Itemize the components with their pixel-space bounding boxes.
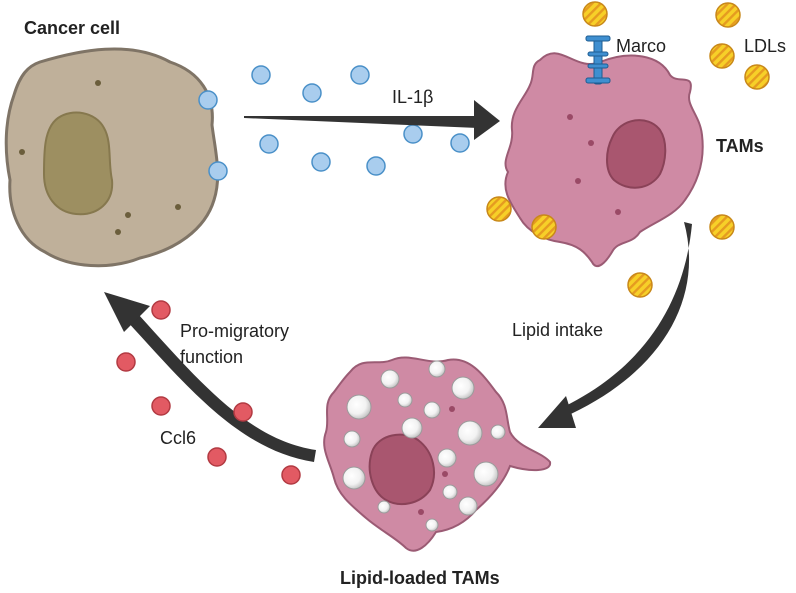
pro-migratory-label-line2: function bbox=[180, 347, 244, 367]
il1b-dot bbox=[302, 83, 322, 103]
cancer-cell bbox=[4, 47, 220, 268]
lipid-droplet bbox=[342, 466, 366, 490]
lipid-droplet bbox=[401, 417, 423, 439]
lipid-intake-label: Lipid intake bbox=[512, 320, 604, 340]
ldl-particle bbox=[709, 43, 735, 69]
ldl-particle bbox=[531, 214, 557, 240]
ldl-particle bbox=[744, 64, 770, 90]
ldl-particle bbox=[486, 196, 512, 222]
ldl-particle bbox=[709, 214, 735, 240]
lipid-droplet bbox=[473, 461, 499, 487]
ccl6-dot bbox=[151, 300, 171, 320]
tam-granule bbox=[588, 140, 594, 146]
il1b-dot bbox=[403, 124, 423, 144]
cancer-cell-body bbox=[4, 47, 220, 268]
tam-granule bbox=[567, 114, 573, 120]
ldl-particle bbox=[582, 1, 608, 27]
cancer-granule bbox=[175, 204, 181, 210]
ccl6-label: Ccl6 bbox=[160, 428, 197, 448]
lipid-droplet bbox=[397, 392, 413, 408]
ccl6-dot bbox=[233, 402, 253, 422]
lipid-droplet bbox=[377, 500, 391, 514]
lipid-loaded-tam-granule bbox=[449, 406, 455, 412]
cancer-granule bbox=[19, 149, 25, 155]
il1b-arrow-head bbox=[474, 100, 500, 140]
cancer-granule bbox=[95, 80, 101, 86]
lipid-intake-arrow-shaft bbox=[557, 222, 692, 418]
lipid-droplet bbox=[343, 430, 361, 448]
ccl6-dot bbox=[116, 352, 136, 372]
tams-label: TAMs bbox=[716, 136, 764, 156]
tam-nucleus bbox=[606, 119, 667, 189]
ldl-particles bbox=[486, 1, 770, 298]
lipid-droplet bbox=[437, 448, 457, 468]
il1b-dot bbox=[198, 90, 218, 110]
il1b-dot bbox=[251, 65, 271, 85]
marco-label: Marco bbox=[616, 36, 667, 56]
ccl6-dot bbox=[151, 396, 171, 416]
lipid-loaded-tam-cell bbox=[323, 356, 552, 552]
il1b-dot bbox=[450, 133, 470, 153]
tam-granule bbox=[615, 209, 621, 215]
il1b-arrow bbox=[244, 100, 500, 140]
ccl6-molecules bbox=[116, 300, 301, 485]
cancer-granule bbox=[115, 229, 121, 235]
lipid-loaded-tam-granule bbox=[442, 471, 448, 477]
pro-migratory-arrow bbox=[104, 292, 316, 462]
il1b-arrow-shaft bbox=[244, 116, 478, 128]
lipid-intake-arrow bbox=[538, 222, 692, 428]
cancer-cell-nucleus bbox=[42, 111, 114, 216]
ldls-label: LDLs bbox=[744, 36, 787, 56]
il1b-dot bbox=[208, 161, 228, 181]
lipid-droplet bbox=[457, 420, 483, 446]
ccl6-dot bbox=[207, 447, 227, 467]
tam-body bbox=[504, 52, 704, 268]
lipid-droplet bbox=[442, 484, 458, 500]
pro-migratory-label-line1: Pro-migratory bbox=[180, 321, 290, 341]
lipid-droplet bbox=[346, 394, 372, 420]
tam-cell bbox=[504, 52, 704, 268]
pro-migratory-arrow-head bbox=[104, 292, 150, 332]
lipid-loaded-tam-granule bbox=[418, 509, 424, 515]
il1b-dot bbox=[366, 156, 386, 176]
ldl-particle bbox=[627, 272, 653, 298]
il1b-molecules bbox=[198, 65, 470, 181]
lipid-intake-arrow-head bbox=[538, 396, 576, 428]
marco-receptor bbox=[585, 35, 611, 85]
lipid-droplet bbox=[458, 496, 478, 516]
ccl6-dot bbox=[281, 465, 301, 485]
cancer-cell-label: Cancer cell bbox=[24, 18, 121, 38]
lipid-droplets bbox=[342, 360, 506, 532]
cancer-granule bbox=[125, 212, 131, 218]
pro-migratory-arrow-shaft bbox=[126, 314, 316, 462]
lipid-droplet bbox=[490, 424, 506, 440]
ldl-particle bbox=[715, 2, 741, 28]
lipid-droplet bbox=[425, 518, 439, 532]
il1b-label: IL-1β bbox=[392, 87, 434, 107]
lipid-droplet bbox=[380, 369, 400, 389]
lipid-loaded-tam-nucleus bbox=[368, 433, 435, 506]
lipid-droplet bbox=[451, 376, 475, 400]
il1b-dot bbox=[311, 152, 331, 172]
il1b-dot bbox=[259, 134, 279, 154]
lipid-droplet bbox=[428, 360, 446, 378]
lipid-loaded-tams-label: Lipid-loaded TAMs bbox=[340, 568, 500, 588]
tam-granule bbox=[575, 178, 581, 184]
lipid-droplet bbox=[423, 401, 441, 419]
il1b-dot bbox=[350, 65, 370, 85]
